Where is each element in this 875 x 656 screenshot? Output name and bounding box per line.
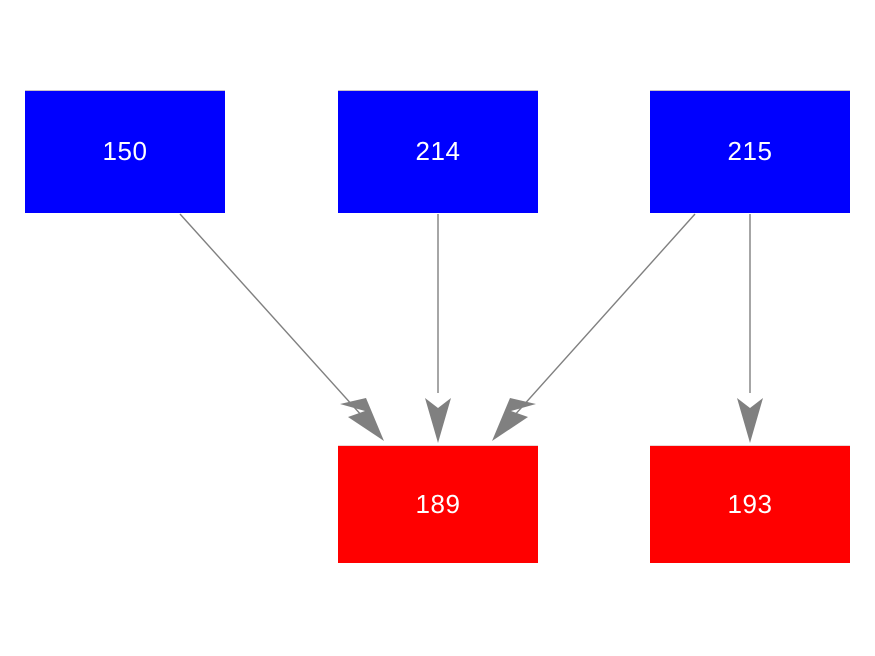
node-215[interactable]: 215 — [650, 90, 850, 213]
edge-214-to-189[interactable] — [425, 214, 451, 443]
node-214[interactable]: 214 — [338, 90, 538, 213]
edge-215-to-193[interactable] — [737, 214, 763, 443]
node-189[interactable]: 189 — [338, 445, 538, 563]
edge-150-to-189[interactable] — [179, 213, 384, 441]
arrowhead-icon — [340, 398, 384, 441]
node-label: 150 — [102, 136, 148, 166]
node-label: 215 — [727, 136, 773, 166]
node-150[interactable]: 150 — [25, 90, 225, 213]
edge-line — [179, 213, 373, 428]
node-label: 189 — [415, 488, 461, 519]
edge-215-to-189[interactable] — [492, 213, 696, 441]
edge-line — [503, 213, 696, 428]
arrowhead-icon — [492, 398, 536, 441]
arrowhead-icon — [425, 398, 451, 443]
node-193[interactable]: 193 — [650, 445, 850, 563]
arrowhead-icon — [737, 398, 763, 443]
node-label: 193 — [727, 488, 773, 519]
node-label: 214 — [415, 136, 461, 166]
